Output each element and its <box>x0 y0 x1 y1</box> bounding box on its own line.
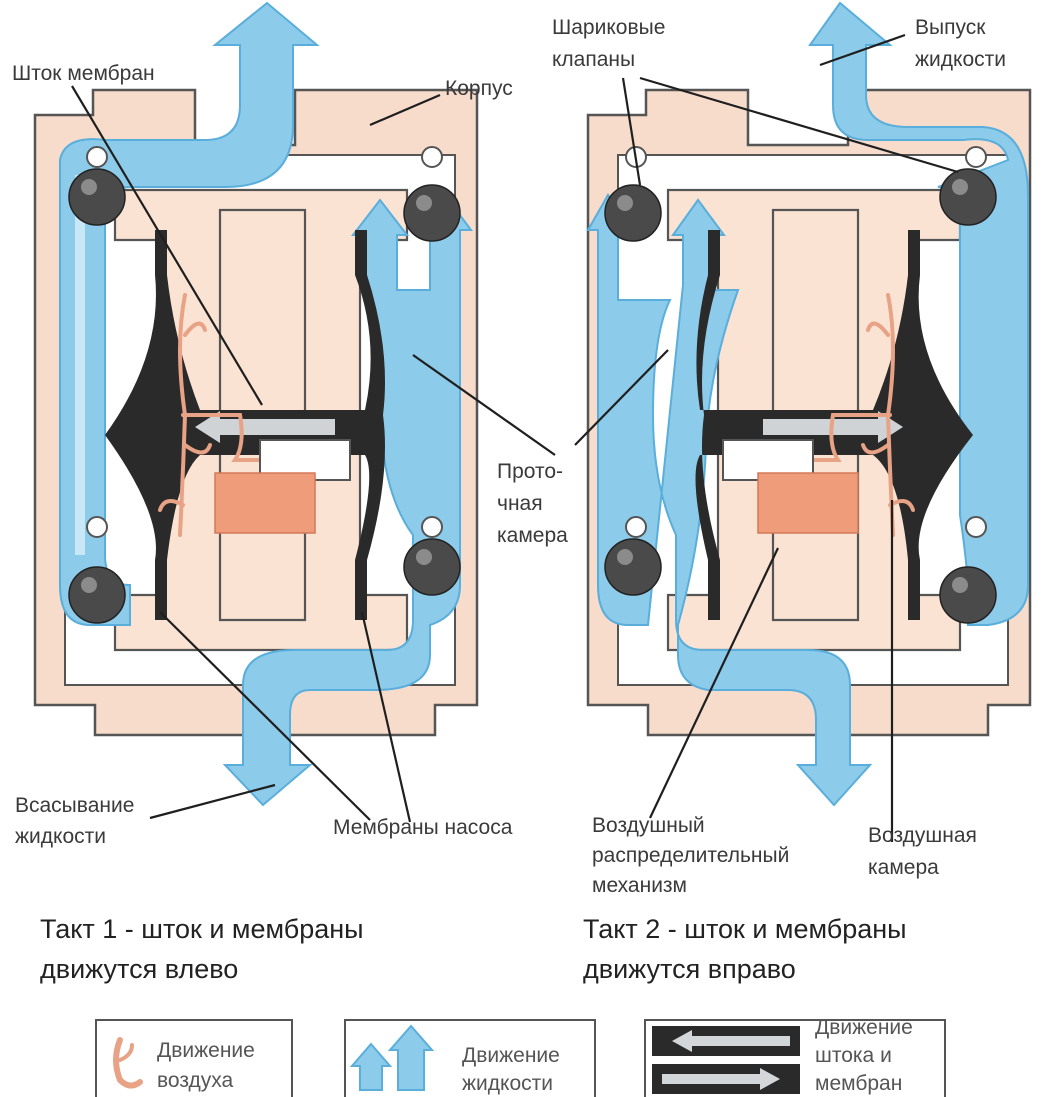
label-suction-2: жидкости <box>15 825 106 848</box>
label-air-distributor-2: распределительный <box>592 844 789 867</box>
legend-air-2: воздуха <box>157 1069 234 1092</box>
legend-rod-1: Движение <box>815 1016 913 1039</box>
legend-fluid-1: Движение <box>462 1044 560 1067</box>
caption-stroke-1-line-2: движутся влево <box>40 954 238 984</box>
label-suction-1: Всасывание <box>15 794 134 817</box>
label-ball-valves-1: Шариковые <box>552 16 665 39</box>
caption-stroke-2-line-2: движутся вправо <box>583 954 796 984</box>
legend-rod: Движение штока и мембран <box>645 1016 945 1097</box>
legend-rod-3: мембран <box>815 1072 902 1095</box>
ball-valve <box>404 539 460 595</box>
label-air-chamber-2: камера <box>868 856 939 879</box>
label-housing: Корпус <box>445 77 513 100</box>
label-outlet-2: жидкости <box>915 48 1006 71</box>
legend-fluid: Движение жидкости <box>345 1020 595 1097</box>
label-flow-chamber-3: камера <box>497 524 568 547</box>
air-distributor <box>215 473 315 533</box>
ball-valve <box>940 567 996 623</box>
ball-valve <box>404 185 460 241</box>
label-ball-valves-2: клапаны <box>552 48 635 71</box>
ball-valve <box>940 169 996 225</box>
legend-air: Движение воздуха <box>96 1020 292 1097</box>
air-distributor <box>758 473 858 533</box>
caption-stroke-1-line-1: Такт 1 - шток и мембраны <box>40 914 364 944</box>
caption-stroke-2-line-1: Такт 2 - шток и мембраны <box>583 914 907 944</box>
ball-valve <box>69 567 125 623</box>
pump-stroke-1 <box>35 3 477 805</box>
legend-rod-2: штока и <box>815 1044 892 1067</box>
ball-valve <box>605 185 661 241</box>
label-air-chamber-1: Воздушная <box>868 824 977 847</box>
label-air-distributor-1: Воздушный <box>592 814 705 837</box>
ball-valve <box>69 169 125 225</box>
label-flow-chamber-2: чная <box>497 492 543 515</box>
legend: Движение воздуха Движение жидкости Движе… <box>96 1016 945 1097</box>
label-air-distributor-3: механизм <box>592 874 687 897</box>
label-flow-chamber-1: Прото- <box>497 460 563 483</box>
label-rod: Шток мембран <box>12 62 155 85</box>
legend-fluid-2: жидкости <box>462 1072 553 1095</box>
pump-stroke-2 <box>588 3 1030 805</box>
ball-valve <box>605 539 661 595</box>
stroke-captions: Такт 1 - шток и мембраны движутся влево … <box>40 914 907 984</box>
label-membranes: Мембраны насоса <box>333 816 513 839</box>
legend-air-1: Движение <box>157 1039 255 1062</box>
label-outlet-1: Выпуск <box>915 16 986 39</box>
